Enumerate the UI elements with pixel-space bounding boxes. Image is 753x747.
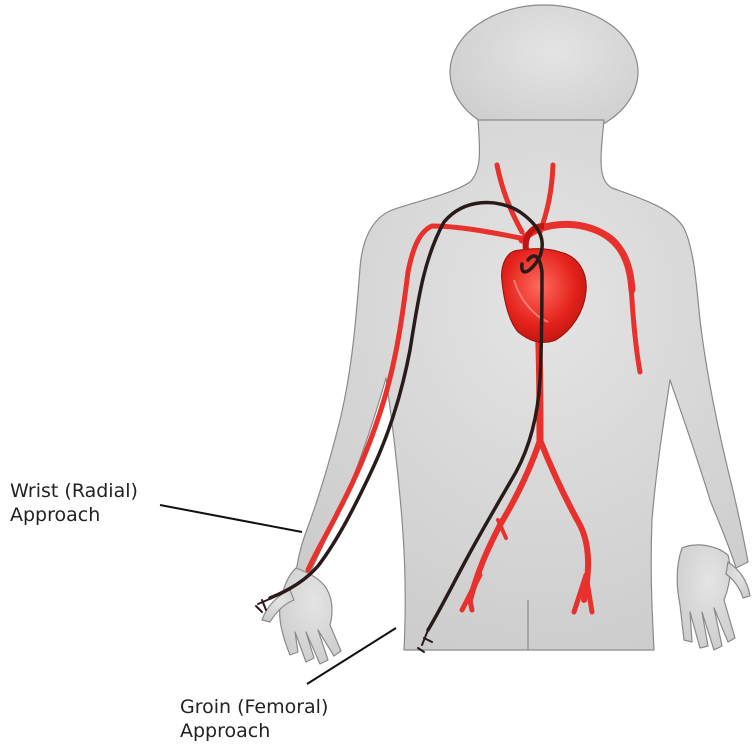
femoral-approach-label: Groin (Femoral) Approach xyxy=(180,695,328,743)
radial-leader-line xyxy=(160,505,302,532)
femoral-label-line2: Approach xyxy=(180,719,328,743)
right-hand xyxy=(677,545,735,650)
radial-label-line2: Approach xyxy=(10,503,138,527)
radial-approach-label: Wrist (Radial) Approach xyxy=(10,479,138,527)
left-hand xyxy=(280,568,341,664)
femoral-left-branch-2 xyxy=(470,600,472,610)
body-silhouette xyxy=(262,5,750,664)
radial-label-line1: Wrist (Radial) xyxy=(10,479,138,503)
head xyxy=(450,5,638,139)
femoral-label-line1: Groin (Femoral) xyxy=(180,695,328,719)
